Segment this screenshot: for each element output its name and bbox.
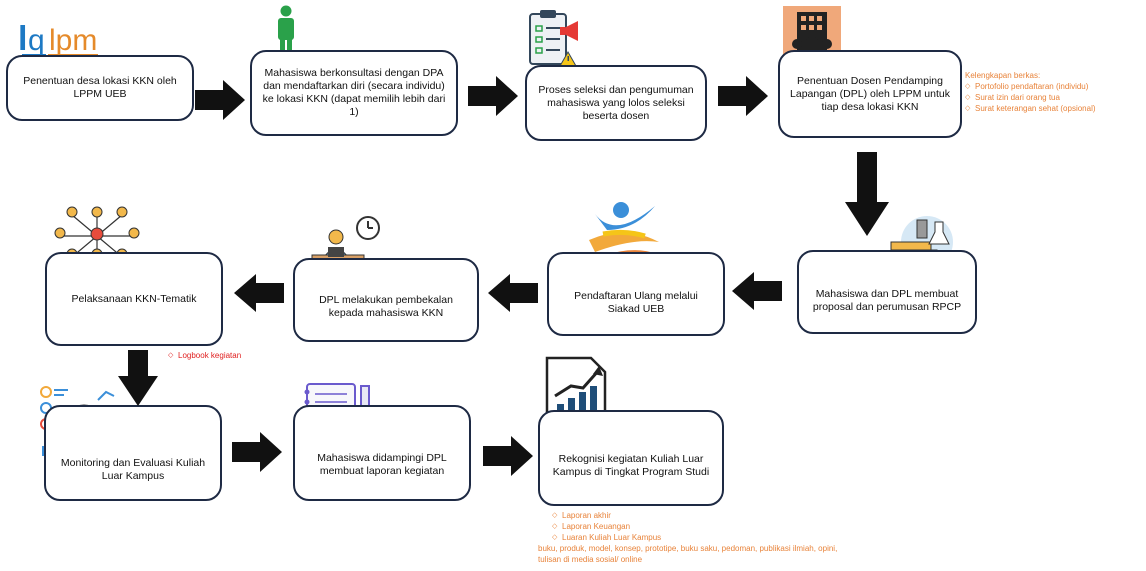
requirements-title: Kelengkapan berkas:	[965, 71, 1041, 80]
arrow-down-2	[118, 350, 158, 406]
requirements-note: Kelengkapan berkas: Portofolio pendaftar…	[965, 70, 1145, 114]
arrow-left-2	[488, 274, 538, 312]
output-item: Laporan akhir	[552, 510, 998, 521]
output-item: Laporan Keuangan	[552, 521, 998, 532]
arrow-left-3	[234, 274, 284, 312]
requirement-item: Surat izin dari orang tua	[965, 92, 1145, 103]
arrow-right-2	[468, 76, 518, 116]
step-dpl-determination: Penentuan Dosen Pendamping Lapangan (DPL…	[778, 50, 962, 138]
logbook-item: Logbook kegiatan	[168, 350, 298, 361]
logbook-note: Logbook kegiatan	[168, 350, 298, 361]
output-item: Luaran Kuliah Luar Kampus	[552, 532, 998, 543]
output-detail-line: tulisan di media sosial/ online	[538, 555, 643, 564]
arrow-right-3	[718, 76, 768, 116]
svg-text:l: l	[18, 20, 27, 58]
step-kkn-implementation: Pelaksanaan KKN-Tematik	[45, 252, 223, 346]
outputs-note: Laporan akhir Laporan Keuangan Luaran Ku…	[538, 510, 998, 565]
step-monitoring-evaluation: Monitoring dan Evaluasi Kuliah Luar Kamp…	[44, 405, 222, 501]
output-detail-line: buku, produk, model, konsep, prototipe, …	[538, 544, 838, 553]
svg-text:q: q	[28, 24, 45, 57]
arrow-down-1	[845, 152, 889, 236]
arrow-left-1	[732, 272, 782, 310]
step-study-program-recognition: Rekognisi kegiatan Kuliah Luar Kampus di…	[538, 410, 724, 506]
requirement-item: Portofolio pendaftaran (individu)	[965, 81, 1145, 92]
step-proposal-rpcp: Mahasiswa dan DPL membuat proposal dan p…	[797, 250, 977, 334]
step-location-determination: Penentuan desa lokasi KKN oleh LPPM UEB	[6, 55, 194, 121]
step-dpl-briefing: DPL melakukan pembekalan kepada mahasisw…	[293, 258, 479, 342]
clipboard-announcement-icon	[528, 8, 586, 77]
requirement-item: Surat keterangan sehat (opsional)	[965, 103, 1145, 114]
step-selection-announcement: Proses seleksi dan pengumuman mahasiswa …	[525, 65, 707, 141]
arrow-right-5	[483, 436, 533, 476]
step-reregistration-siakad: Pendaftaran Ulang melalui Siakad UEB	[547, 252, 725, 336]
arrow-right-1	[195, 80, 245, 120]
svg-text:lpm: lpm	[49, 24, 97, 57]
step-student-registration: Mahasiswa berkonsultasi dengan DPA dan m…	[250, 50, 458, 136]
step-report-writing: Mahasiswa didampingi DPL membuat laporan…	[293, 405, 471, 501]
arrow-right-4	[232, 432, 282, 472]
